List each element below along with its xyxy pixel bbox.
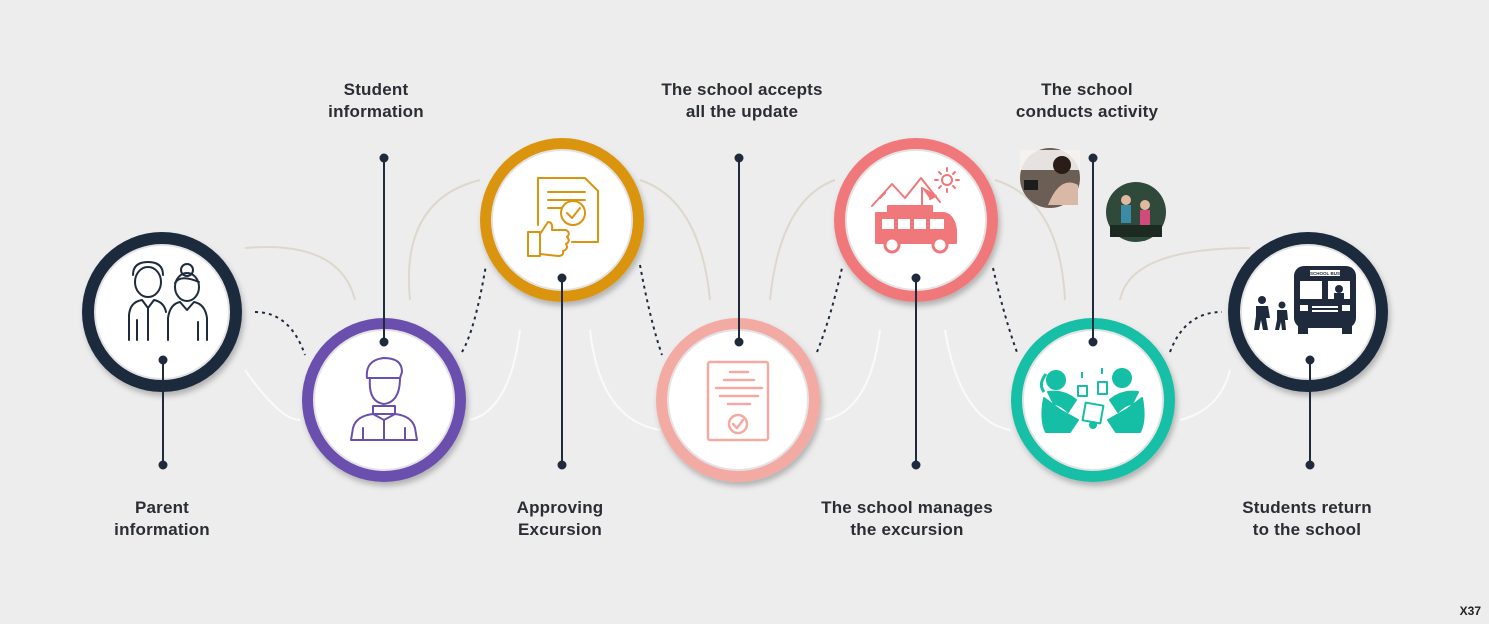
school-bus-icon: SCHOOL BUS [1254, 266, 1356, 334]
excursion-van-icon [871, 167, 960, 254]
step-label-activity: The school conducts activity [1015, 80, 1159, 121]
step-label-parent: Parent information [114, 498, 210, 539]
background-arcs [244, 179, 1251, 431]
step-circle-accept [656, 318, 820, 482]
student-icon [350, 357, 418, 441]
parents-icon [128, 261, 208, 341]
pin-lines [158, 153, 1315, 470]
students-activity-icon [1039, 368, 1145, 433]
step-label-return: Students return to the school [1242, 498, 1372, 539]
step-circle-student [302, 318, 466, 482]
step-circle-activity [1011, 318, 1175, 482]
activity-photo-2 [1106, 182, 1166, 242]
dotted-connectors [254, 264, 1223, 356]
step-label-accept: The school accepts all the update [661, 80, 823, 121]
step-label-manage: The school manages the excursion [821, 498, 993, 539]
bus-sign-text: SCHOOL BUS [1310, 271, 1340, 276]
approved-document-icon [527, 177, 599, 257]
activity-photo-1 [1020, 148, 1080, 208]
corner-code: X37 [1459, 604, 1481, 618]
step-label-approve: Approving Excursion [516, 498, 604, 539]
checked-report-icon [706, 360, 770, 442]
step-label-student: Student information [328, 80, 424, 121]
